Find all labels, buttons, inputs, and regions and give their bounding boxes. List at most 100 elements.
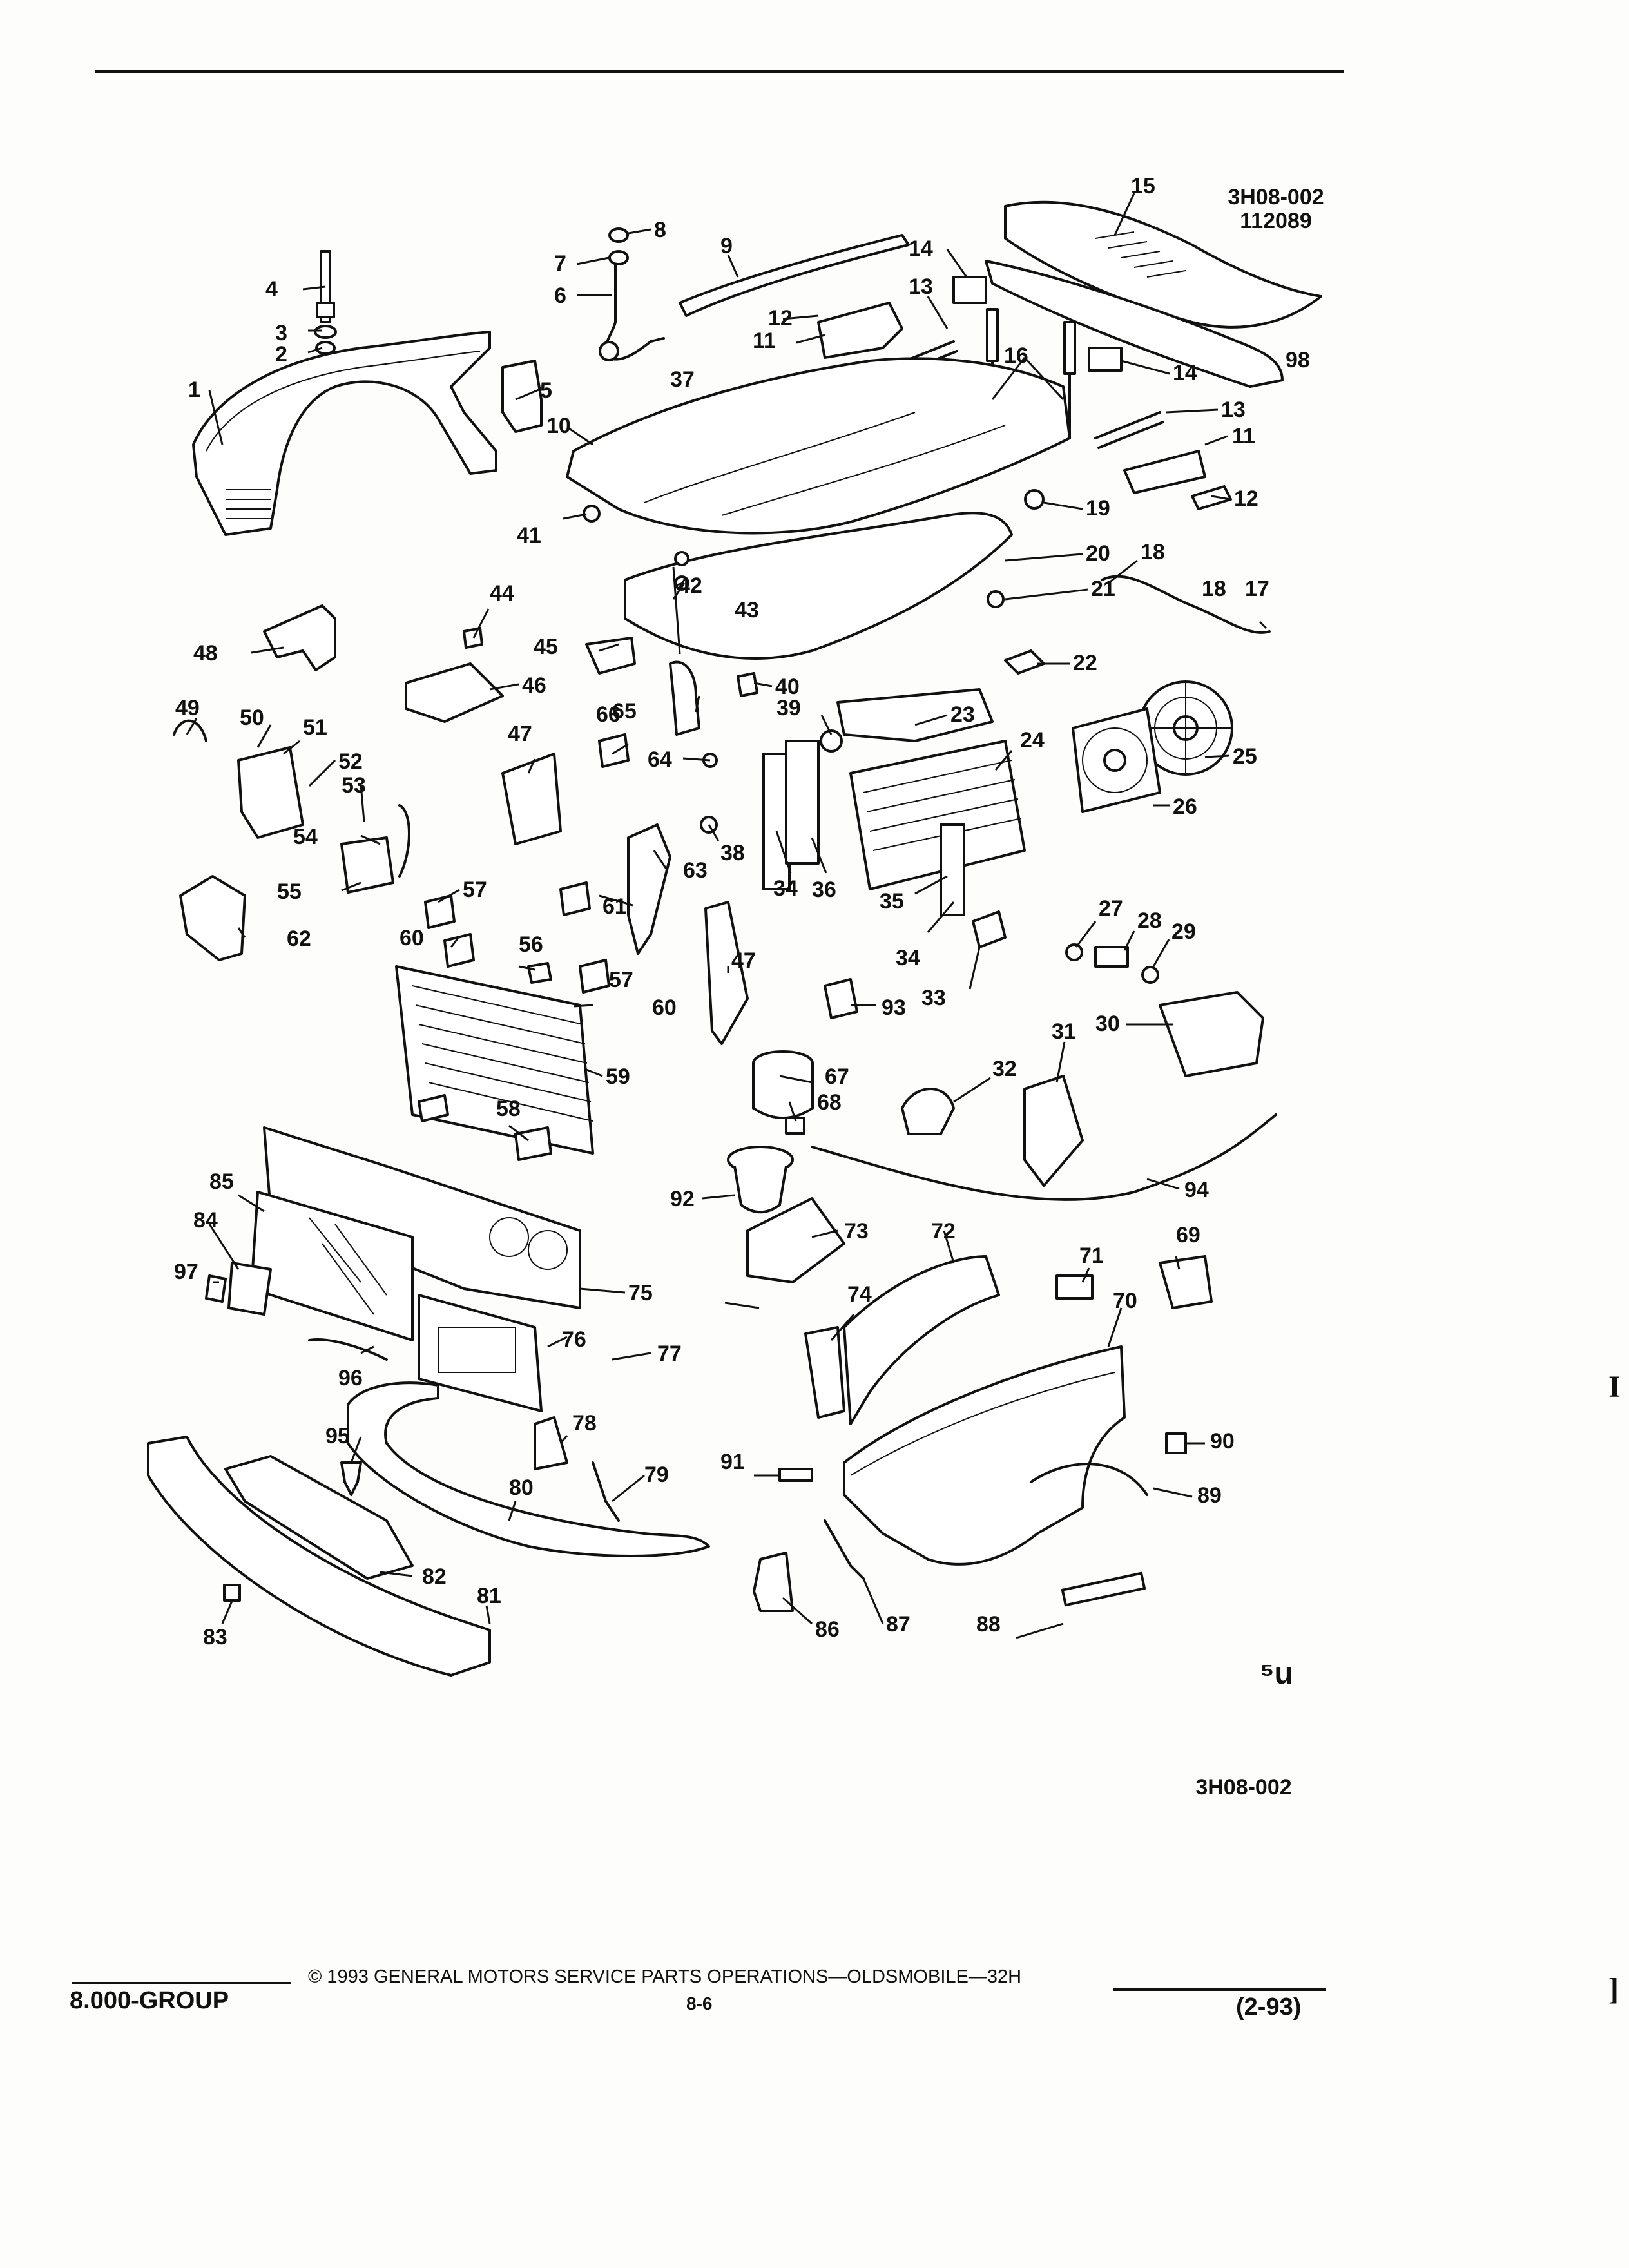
callout-47a: 47 xyxy=(508,722,532,746)
callout-72: 72 xyxy=(931,1219,956,1244)
callout-18a: 18 xyxy=(1141,540,1165,564)
callout-14b: 14 xyxy=(1173,361,1197,385)
callout-46: 46 xyxy=(522,673,546,698)
callout-29: 29 xyxy=(1171,919,1196,944)
callout-60a: 60 xyxy=(400,926,424,950)
callout-49: 49 xyxy=(175,696,200,720)
callout-63: 63 xyxy=(683,858,708,883)
bracket-31-illustration xyxy=(1023,1075,1084,1187)
callout-1: 1 xyxy=(188,378,200,402)
callout-43: 43 xyxy=(735,598,759,622)
hood-latch-illustration xyxy=(599,227,665,361)
coolant-bottle-illustration xyxy=(752,1050,814,1119)
callout-20: 20 xyxy=(1086,541,1110,566)
callout-23: 23 xyxy=(950,702,975,727)
callout-76: 76 xyxy=(562,1327,586,1352)
logo-mark: ⁵u xyxy=(1260,1657,1293,1691)
callout-66: 66 xyxy=(596,702,621,727)
callout-90: 90 xyxy=(1210,1429,1235,1454)
front-bumper-illustration xyxy=(147,1436,491,1677)
bracket-86-illustration xyxy=(753,1552,794,1612)
callout-65: 65 xyxy=(612,699,637,724)
callout-69: 69 xyxy=(1176,1223,1200,1247)
washer-reservoir-illustration xyxy=(237,746,410,894)
callout-41: 41 xyxy=(517,523,541,548)
callout-85: 85 xyxy=(209,1169,234,1194)
callout-3: 3 xyxy=(275,321,287,345)
ac-condenser-illustration xyxy=(395,965,594,1155)
callout-91: 91 xyxy=(720,1450,745,1474)
wheelhouse-72-illustration xyxy=(843,1255,1000,1425)
cup-92-illustration xyxy=(727,1146,794,1214)
radiator-illustration xyxy=(849,740,1026,890)
callout-5: 5 xyxy=(540,378,552,403)
callout-11b: 11 xyxy=(1232,424,1255,448)
callout-57a: 57 xyxy=(463,878,487,902)
callout-86: 86 xyxy=(815,1617,840,1642)
shield-74-illustration xyxy=(804,1326,845,1419)
hood-molding-illustration xyxy=(679,234,910,317)
callout-36: 36 xyxy=(812,878,836,902)
callout-83: 83 xyxy=(203,1625,227,1649)
callout-73: 73 xyxy=(844,1219,869,1244)
clip-90-illustration xyxy=(1165,1432,1187,1454)
bracket-69-illustration xyxy=(1159,1255,1213,1309)
callout-78: 78 xyxy=(572,1411,597,1436)
callout-55: 55 xyxy=(277,879,302,904)
callout-57b: 57 xyxy=(609,968,633,992)
callout-13b: 13 xyxy=(1221,398,1246,422)
hood-hinge-right-illustration xyxy=(1123,450,1206,494)
left-front-fender-illustration xyxy=(192,331,497,536)
callout-52: 52 xyxy=(338,749,363,774)
wheel-opening-molding-89-illustration xyxy=(1030,1463,1148,1496)
callout-28: 28 xyxy=(1137,908,1162,933)
latch-14-illustration xyxy=(952,276,987,304)
callout-35: 35 xyxy=(880,889,904,914)
callout-89: 89 xyxy=(1197,1483,1222,1508)
diagram-id-top-text: 3H08-002 xyxy=(1228,185,1324,209)
callout-33: 33 xyxy=(921,986,946,1010)
callout-68: 68 xyxy=(817,1090,842,1115)
clip-91-illustration xyxy=(778,1468,813,1482)
callout-42: 42 xyxy=(678,573,702,598)
hood-release-cable-illustration xyxy=(1101,575,1271,634)
callout-59: 59 xyxy=(606,1064,630,1089)
callout-62: 62 xyxy=(287,927,311,951)
top-rule xyxy=(95,70,1344,73)
footer-rule-right xyxy=(1113,1988,1326,1991)
clip-83-illustration xyxy=(223,1584,241,1602)
callout-24: 24 xyxy=(1020,728,1045,753)
callout-74: 74 xyxy=(847,1282,872,1307)
callout-96: 96 xyxy=(338,1366,363,1390)
callout-14a: 14 xyxy=(909,236,933,261)
battery-tray-illustration xyxy=(405,662,504,723)
callout-4: 4 xyxy=(265,277,278,302)
footer-rule-left xyxy=(72,1982,291,1984)
callout-54: 54 xyxy=(293,825,318,849)
callout-80: 80 xyxy=(509,1475,534,1500)
callout-97: 97 xyxy=(174,1260,198,1284)
callout-7: 7 xyxy=(554,251,566,276)
bolt-21-illustration xyxy=(987,590,1005,608)
nameplate-96-illustration xyxy=(308,1338,388,1361)
callout-93: 93 xyxy=(882,995,906,1020)
callout-10: 10 xyxy=(546,414,571,438)
small-hardware-illustrations xyxy=(173,505,1159,1161)
callout-61: 61 xyxy=(602,894,627,919)
bracket-79-illustration xyxy=(592,1461,620,1522)
callout-40: 40 xyxy=(775,675,800,699)
callout-8: 8 xyxy=(654,218,666,242)
callout-13a: 13 xyxy=(909,274,933,299)
bumper-stop-19-illustration xyxy=(1024,489,1045,510)
grille-illustration xyxy=(250,1191,414,1341)
molding-88-illustration xyxy=(1061,1571,1146,1607)
hood-release-cable-94-illustration xyxy=(811,1113,1277,1201)
diagram-id-top: 3H08-002 112089 xyxy=(1211,185,1340,234)
front-fascia-80-illustration xyxy=(347,1381,710,1557)
callout-12b: 12 xyxy=(1234,486,1258,511)
callout-67: 67 xyxy=(825,1064,849,1089)
lamp-71-illustration xyxy=(1055,1274,1094,1300)
callout-58: 58 xyxy=(496,1097,521,1121)
bracket-48-illustration xyxy=(263,604,336,671)
